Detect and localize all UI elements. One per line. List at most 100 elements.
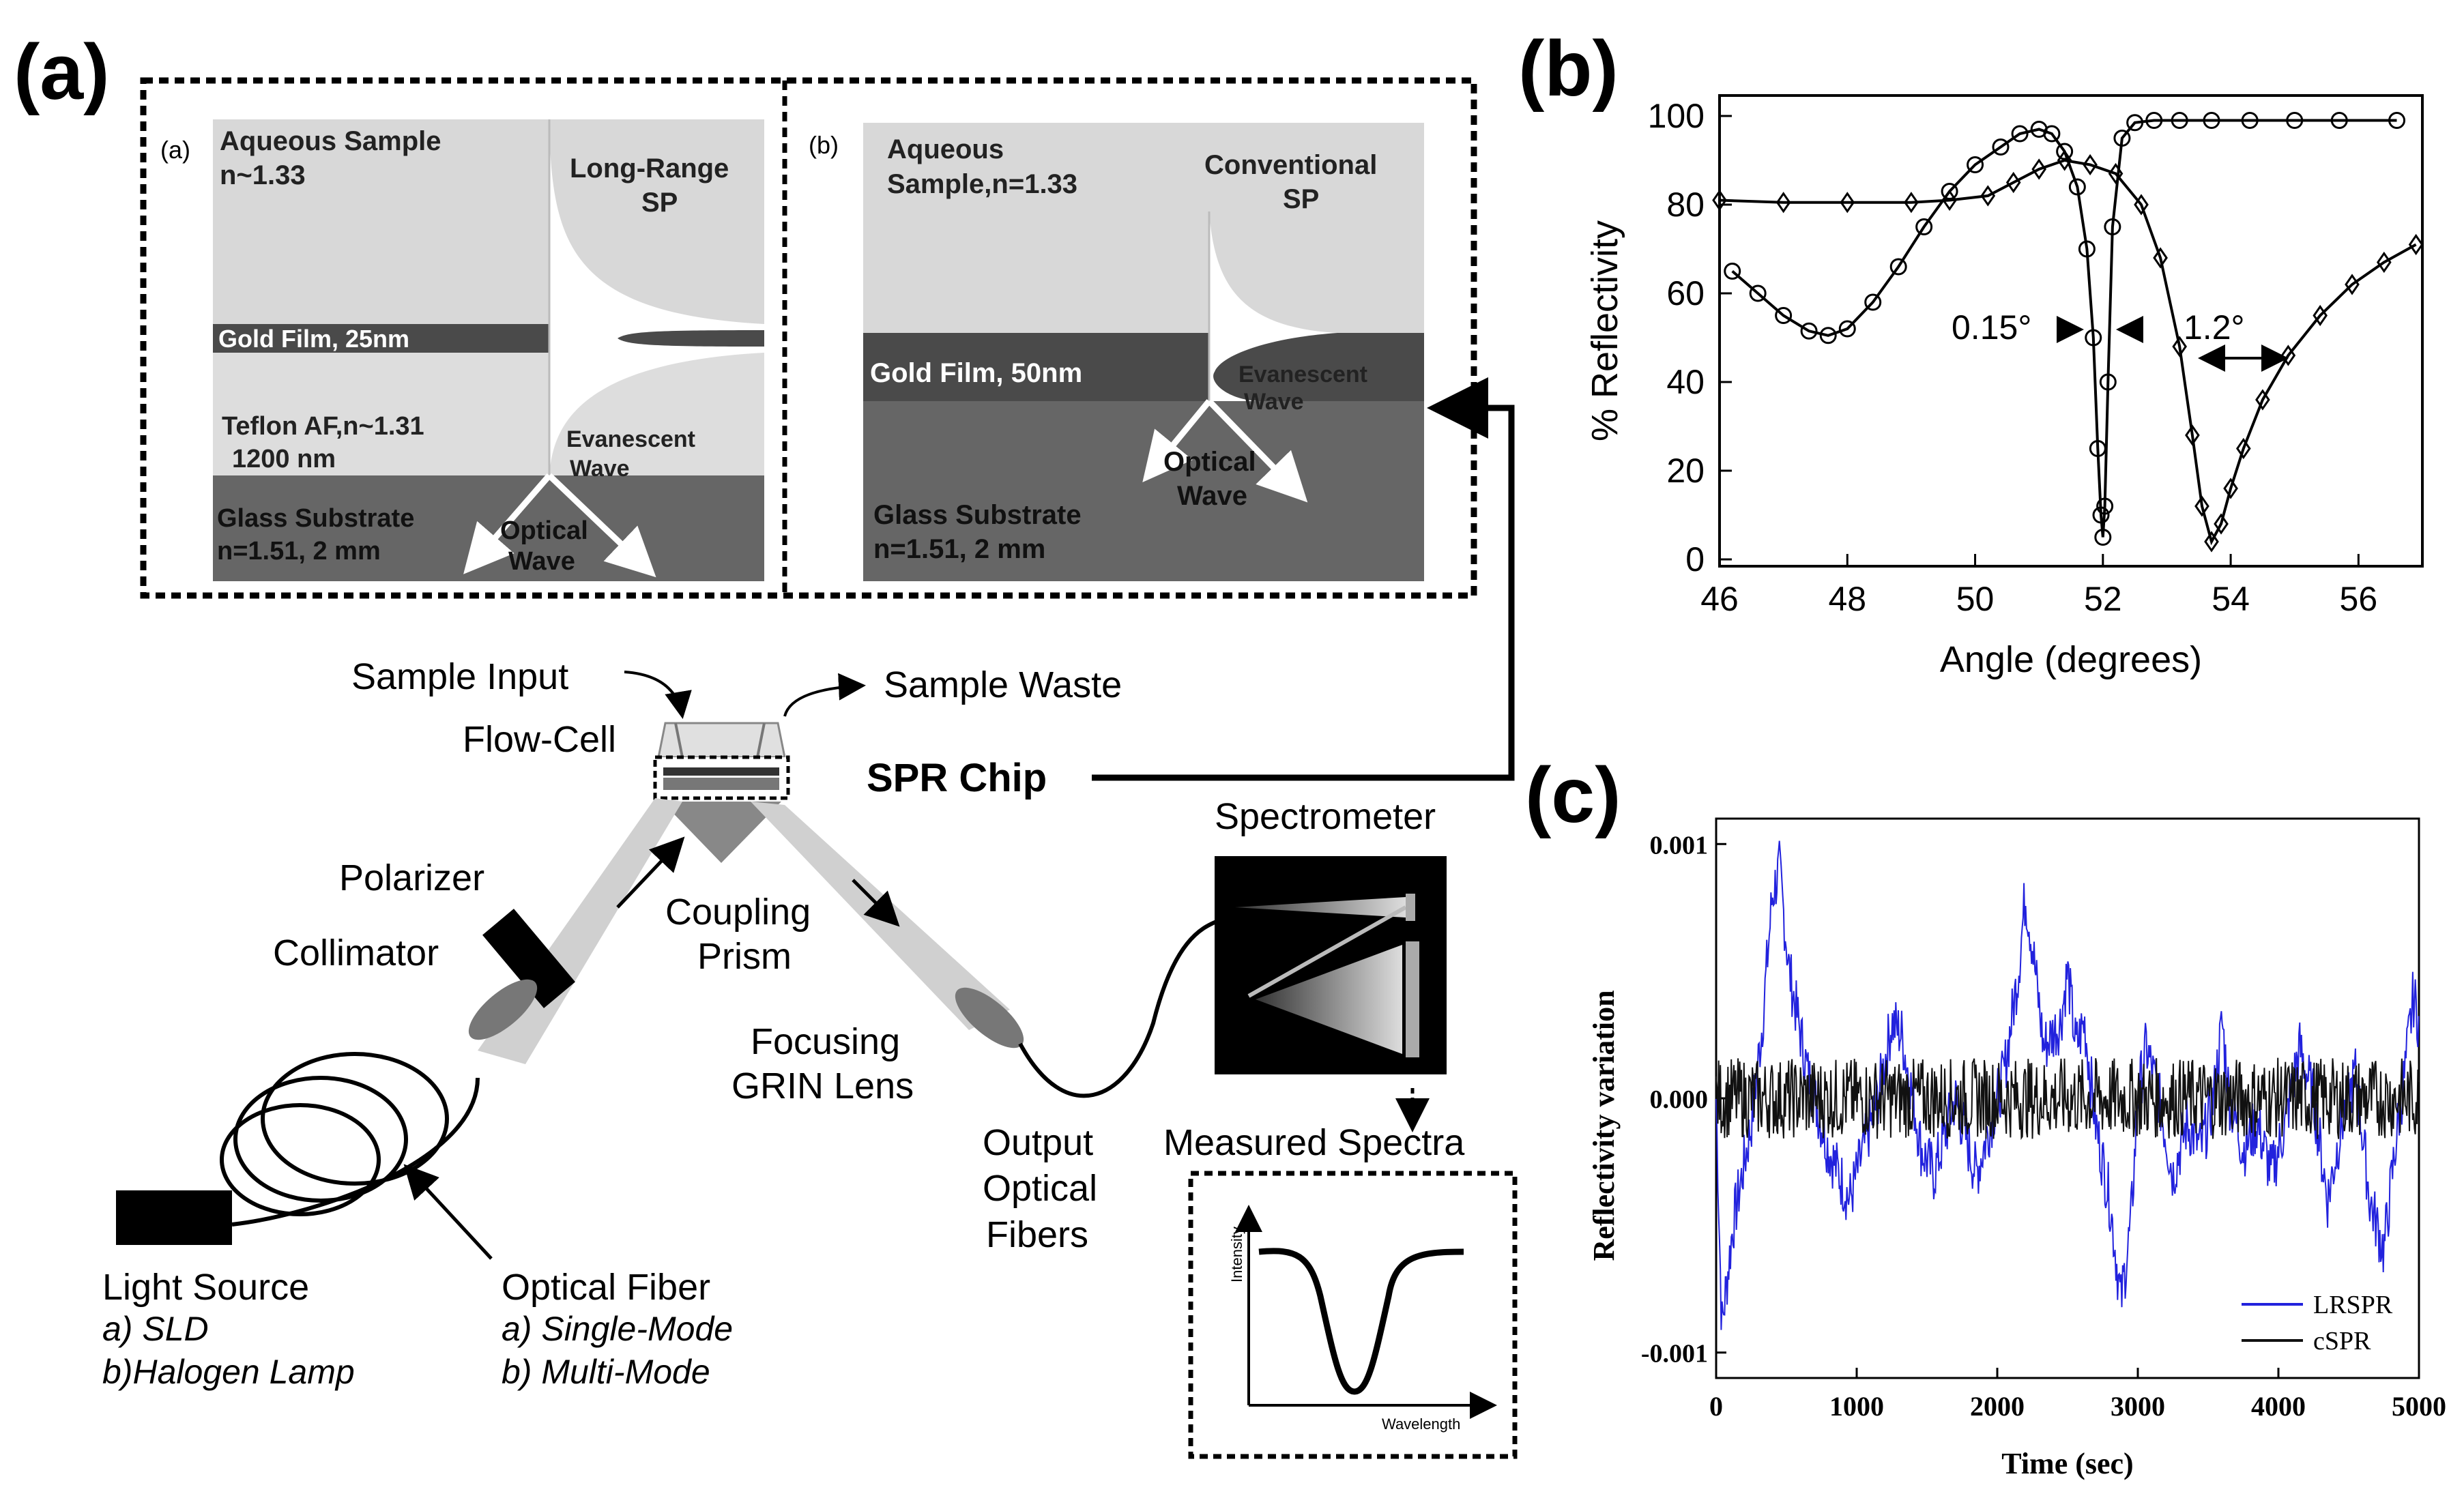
chart-c-xtick-label: 2000 bbox=[1970, 1391, 2025, 1422]
chart-b-ytick-label: 20 bbox=[1666, 452, 1705, 490]
inset-a-sp-1: Long-Range bbox=[570, 153, 729, 184]
chart-b-point-circle bbox=[1775, 307, 1793, 324]
optical-fiber-pointer bbox=[403, 1164, 493, 1260]
inset-b-sample-1: Aqueous bbox=[887, 134, 1004, 164]
flow-cell-inlet bbox=[674, 722, 684, 758]
fiber-coil-2 bbox=[233, 1076, 408, 1203]
chart-b-xtick-label: 52 bbox=[2084, 580, 2122, 618]
aqueous-region bbox=[213, 119, 764, 331]
coupling-prism bbox=[662, 802, 781, 863]
chart-b-xtick-label: 48 bbox=[1828, 580, 1866, 618]
chart-c-xtick-label: 4000 bbox=[2251, 1391, 2306, 1422]
optical-wave-out bbox=[547, 473, 656, 578]
label-output-3: Fibers bbox=[986, 1214, 1088, 1255]
chart-b-point-diamond bbox=[2204, 531, 2219, 553]
spectra-xlabel: Wavelength bbox=[1382, 1416, 1460, 1433]
label-spectrometer: Spectrometer bbox=[1215, 796, 1436, 837]
chart-b-ytick-label: 60 bbox=[1666, 274, 1705, 312]
chart-b-point-diamond bbox=[2134, 194, 2149, 216]
inset-a-tag: (a) bbox=[160, 136, 190, 164]
chart-b-point-circle bbox=[1838, 320, 1856, 338]
inset-a-sample-1: Aqueous Sample bbox=[220, 126, 441, 156]
beam-arrow-in bbox=[616, 836, 685, 909]
measured-spectra-box bbox=[1188, 1171, 1518, 1459]
chart-c-xtick-label: 3000 bbox=[2111, 1391, 2165, 1422]
chart-b-point-diamond bbox=[2031, 158, 2047, 180]
chart-b-point-diamond bbox=[1775, 192, 1791, 214]
chart-b-xtick-label: 46 bbox=[1700, 580, 1739, 618]
label-light-source-b: b)Halogen Lamp bbox=[102, 1353, 355, 1391]
chart-b-point-diamond bbox=[1980, 185, 1996, 207]
chart-c-ytick-label: 0.000 bbox=[1650, 1085, 1709, 1114]
chart-b-point-diamond bbox=[2172, 336, 2188, 357]
label-sample-input: Sample Input bbox=[351, 656, 568, 697]
chart-b-point-diamond bbox=[1904, 192, 1919, 214]
spr-chip-layer-top bbox=[663, 767, 779, 776]
label-focusing-1: Focusing bbox=[751, 1021, 900, 1062]
chart-b-point-diamond bbox=[1840, 192, 1855, 214]
inset-b-sample-2: Sample,n=1.33 bbox=[887, 169, 1077, 199]
inset-b-evanescent-1: Evanescent bbox=[1238, 362, 1367, 387]
chart-b-point-circle bbox=[2011, 125, 2029, 143]
chart-b-point-diamond bbox=[2214, 513, 2229, 535]
spectrometer-detector bbox=[1406, 941, 1419, 1057]
chart-b-point-circle bbox=[2126, 114, 2144, 132]
gold-film-50nm bbox=[863, 333, 1424, 401]
chart-b-point-diamond bbox=[2108, 162, 2124, 185]
chart-b-point-circle bbox=[2094, 529, 2112, 546]
chart-b-annot-12: 1.2° bbox=[2184, 308, 2245, 347]
chart-b-point-diamond bbox=[2376, 251, 2392, 274]
label-spr-chip: SPR Chip bbox=[867, 756, 1047, 800]
spectra-ylabel: Intensity bbox=[1228, 1227, 1245, 1282]
lr-sp-field bbox=[549, 130, 764, 475]
collimator-lens bbox=[468, 979, 538, 1040]
inset-a: (a) Aqueous Sample n~1.33 Long-Range SP … bbox=[160, 119, 764, 581]
spr-chip-layer-bottom bbox=[663, 778, 779, 790]
c-sp-evanescent bbox=[1209, 333, 1337, 401]
chart-b-xtick-label: 54 bbox=[2212, 580, 2250, 618]
inset-b-optical-1: Optical bbox=[1163, 447, 1256, 477]
spectrometer-beam-top bbox=[1235, 897, 1406, 918]
label-collimator: Collimator bbox=[273, 933, 439, 973]
c-sp-field bbox=[1209, 211, 1337, 333]
sample-input-arrow bbox=[624, 671, 692, 719]
label-output-1: Output bbox=[983, 1122, 1093, 1163]
chart-b-point-circle bbox=[2104, 218, 2121, 235]
chart-b-point-diamond bbox=[2313, 304, 2328, 327]
legend-cspr-label: cSPR bbox=[2313, 1327, 2371, 1355]
chart-c-xtick-label: 0 bbox=[1709, 1391, 1723, 1422]
inset-a-optical-2: Wave bbox=[508, 547, 575, 576]
chart-b-point-circle bbox=[2330, 112, 2348, 129]
chart-b-point-circle bbox=[2388, 112, 2406, 129]
inset-b-sp-2: SP bbox=[1283, 184, 1319, 214]
inset-a-evanescent-1: Evanescent bbox=[566, 426, 695, 452]
spectra-curve bbox=[1258, 1248, 1464, 1395]
chart-b-point-circle bbox=[1915, 218, 1933, 235]
label-optical-fiber: Optical Fiber bbox=[502, 1267, 710, 1308]
chart-c-ytick-label: -0.001 bbox=[1641, 1340, 1708, 1368]
chart-b-point-circle bbox=[1864, 293, 1882, 311]
inset-b-film: Gold Film, 50nm bbox=[870, 358, 1082, 388]
chart-b-point-circle bbox=[2286, 112, 2304, 129]
panel-label-a: (a) bbox=[14, 29, 110, 116]
label-flow-cell: Flow-Cell bbox=[463, 719, 616, 760]
aqueous-region-b bbox=[863, 123, 1424, 334]
legend-lrspr-label: LRSPR bbox=[2313, 1291, 2393, 1319]
spectrometer-fan bbox=[1256, 945, 1402, 1054]
inset-b-glass-2: n=1.51, 2 mm bbox=[873, 534, 1045, 564]
inset-a-glass-1: Glass Substrate bbox=[217, 504, 414, 533]
chart-b-point-diamond bbox=[2345, 274, 2360, 295]
chart-c-ylabel: Reflectivity variation bbox=[1587, 990, 1621, 1261]
chart-b-point-circle bbox=[2068, 178, 2086, 196]
chart-b-point-diamond bbox=[2005, 171, 2021, 194]
label-optical-fiber-a: a) Single-Mode bbox=[502, 1310, 733, 1348]
inset-b-optical-2: Wave bbox=[1177, 481, 1247, 511]
inset-b-glass-1: Glass Substrate bbox=[873, 500, 1082, 530]
chart-b-point-circle bbox=[2171, 112, 2188, 129]
label-measured-spectra: Measured Spectra bbox=[1163, 1122, 1465, 1163]
chart-b-point-circle bbox=[2089, 440, 2106, 457]
